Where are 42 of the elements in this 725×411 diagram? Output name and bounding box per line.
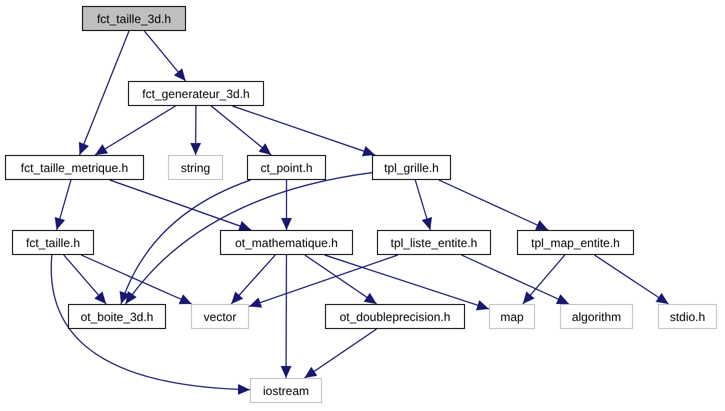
arrow	[438, 179, 548, 231]
arrow	[232, 105, 376, 156]
arrow	[230, 254, 276, 304]
arrow	[248, 254, 398, 308]
arrow	[280, 255, 292, 378]
arrow	[54, 180, 72, 230]
arrow	[461, 254, 570, 305]
file-box: tpl_liste_entite.h	[377, 230, 491, 255]
file-box: fct_generateur_3d.h	[128, 81, 264, 106]
arrow	[304, 328, 377, 378]
arrow	[144, 30, 186, 82]
system-header-box: map	[489, 304, 535, 329]
arrow	[63, 254, 107, 304]
arrow	[94, 105, 176, 156]
arrow	[78, 30, 130, 156]
arrow	[522, 254, 566, 304]
arrow	[324, 254, 490, 310]
file-box: tpl_map_entite.h	[517, 230, 634, 255]
system-header-box: stdio.h	[658, 304, 717, 329]
system-header-box: algorithm	[560, 304, 633, 329]
arrow	[120, 179, 251, 304]
arrow	[80, 254, 192, 305]
arrow	[210, 106, 272, 156]
file-box: ot_mathematique.h	[220, 230, 353, 255]
selected-file-box: fct_taille_3d.h	[82, 6, 186, 31]
arrow	[50, 254, 250, 394]
arrow	[190, 106, 202, 155]
arrow	[304, 254, 377, 304]
system-header-box: iostream	[250, 378, 322, 403]
arrow	[594, 254, 669, 304]
file-box: ot_boite_3d.h	[68, 304, 166, 329]
file-box: ct_point.h	[247, 155, 326, 180]
system-header-box: string	[168, 155, 223, 180]
system-header-box: vector	[191, 304, 249, 329]
arrow	[414, 180, 432, 230]
arrow	[110, 179, 252, 232]
arrow	[281, 180, 292, 230]
file-box: fct_taille_metrique.h	[5, 155, 144, 180]
arrow	[125, 172, 372, 304]
file-box: ot_doubleprecision.h	[325, 304, 465, 329]
file-box: fct_taille.h	[12, 230, 94, 255]
file-box: tpl_grille.h	[372, 155, 451, 180]
